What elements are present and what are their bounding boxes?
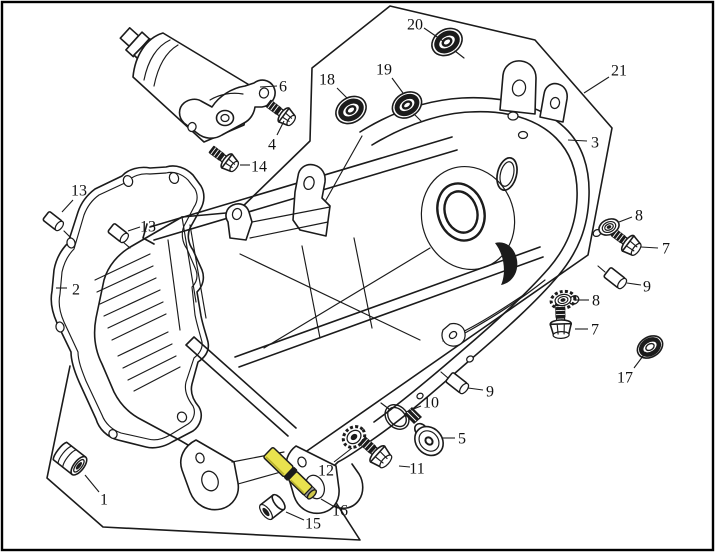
bearing-20-stub-line (454, 50, 465, 59)
dowel-pin-13b-icon (107, 223, 130, 244)
leader-line-9-dowel-pin (467, 387, 484, 391)
leader-line-7-flange-bolt (640, 246, 659, 249)
leader-line-17-oil-seal (633, 351, 647, 369)
callout-17-oil-seal: 17 (617, 370, 633, 387)
dowel-pin-9-mid-icon (445, 372, 470, 395)
callout-21-boundary-outline: 21 (611, 63, 627, 80)
leader-line-13-dowel-pin (127, 226, 141, 232)
callout-7-flange-bolt: 7 (662, 241, 670, 258)
bearing-20-icon (431, 27, 463, 57)
dowel-9-right-stub-line (597, 265, 606, 273)
leader-line-15-dowel-bushing (285, 511, 305, 521)
leader-line-10-o-ring (405, 405, 422, 413)
callout-13-dowel-pin: 13 (140, 219, 156, 236)
bearing-19-stub-line (413, 113, 422, 122)
callout-20-bearing: 20 (407, 17, 423, 34)
callout-8-washer: 8 (635, 208, 643, 225)
callout-19-bearing: 19 (376, 62, 392, 79)
callout-4-flange-bolt: 4 (268, 137, 276, 154)
leader-line-6-starter-motor (259, 85, 278, 88)
callout-8-washer: 8 (592, 293, 600, 310)
callout-9-dowel-pin: 9 (643, 279, 651, 296)
callout-3-crankcase: 3 (591, 135, 599, 152)
dowel-13b-stub-line (122, 241, 131, 249)
callout-10-o-ring: 10 (423, 395, 439, 412)
callout-9-dowel-pin: 9 (486, 384, 494, 401)
callout-6-starter-motor: 6 (279, 79, 287, 96)
oil-seal-17-icon (636, 335, 664, 359)
dowel-pin-9-right-icon (603, 267, 628, 290)
callout-13-dowel-pin: 13 (71, 183, 87, 200)
bolt-7-lower-icon (549, 302, 573, 340)
highlighted-pin-16-icon (263, 447, 318, 500)
crankcase-drawing (93, 60, 602, 515)
leader-line-1-bushing (84, 474, 100, 493)
gasket-drawing (50, 165, 210, 449)
callout-12-lock-washer: 12 (318, 463, 334, 480)
boundary-outline (46, 5, 613, 541)
leader-line-8-washer (618, 216, 633, 223)
leader-line-13-dowel-pin (61, 199, 74, 213)
leader-line-12-lock-washer (333, 447, 353, 463)
dowel-13a-stub-line (63, 230, 72, 239)
callout-14-flange-bolt: 14 (251, 159, 267, 176)
callout-2-gasket: 2 (72, 282, 80, 299)
leader-line-9-dowel-pin (626, 282, 642, 286)
bushing-1-icon (52, 441, 88, 476)
leader-line-3-crankcase (567, 139, 588, 142)
leader-line-19-bearing (391, 77, 404, 94)
o-ring-10-icon (384, 404, 410, 430)
screw-5-icon (404, 407, 444, 457)
leader-line-20-bearing (423, 27, 444, 42)
bolt-11-icon (359, 436, 393, 469)
dowel-pin-13a-icon (42, 211, 65, 232)
callout-15-dowel-bushing: 15 (305, 516, 321, 533)
starter-motor-drawing (119, 27, 276, 143)
callout-5-screw: 5 (458, 431, 466, 448)
dowel-bushing-15-icon (259, 493, 286, 521)
washer-12-icon (341, 425, 367, 449)
leader-line-21-boundary-outline (583, 76, 610, 94)
o-ring-10-stub-line (380, 402, 390, 410)
washer-8-right-icon (598, 218, 620, 236)
bearing-19-icon (391, 91, 423, 119)
callout-18-bearing: 18 (319, 72, 335, 89)
washer-8-lower-icon (549, 289, 577, 311)
leader-line-4-flange-bolt (276, 120, 285, 136)
callout-11-flange-bolt: 11 (409, 461, 424, 478)
bolt-14-icon (208, 145, 240, 173)
callout-16-highlighted-pin: 16 (332, 503, 348, 520)
bearing-18-icon (335, 95, 367, 125)
leader-line-16-highlighted-pin (320, 498, 334, 507)
dowel-9-mid-stub-line (440, 371, 449, 379)
leader-line-11-flange-bolt (398, 465, 411, 468)
bolt-4-icon (265, 99, 297, 127)
leader-line-18-bearing (336, 87, 348, 99)
callout-7-flange-bolt: 7 (591, 322, 599, 339)
callout-1-bushing: 1 (100, 492, 108, 509)
